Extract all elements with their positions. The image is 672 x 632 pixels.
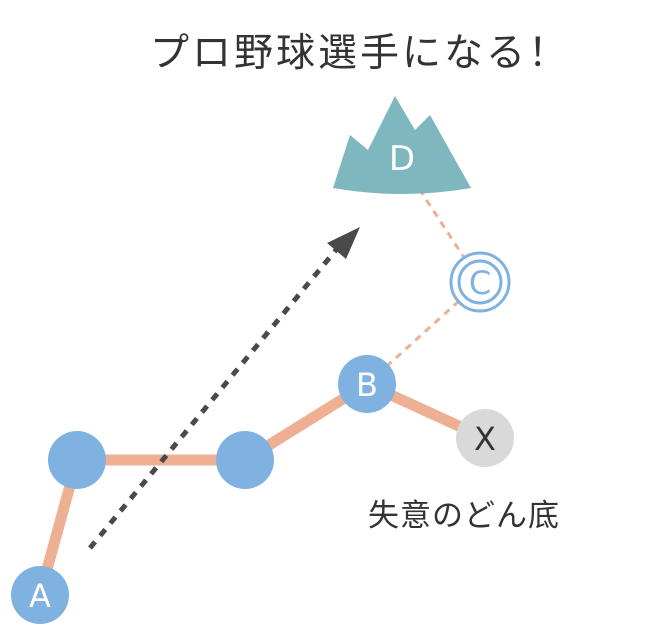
node-b-circle <box>338 355 396 413</box>
node-a: A <box>11 566 69 624</box>
node-step-2 <box>216 431 274 489</box>
node-x-circle <box>456 409 514 467</box>
node-c-label: C <box>469 264 491 302</box>
node-b: B <box>338 355 396 413</box>
node-a-circle <box>11 566 69 624</box>
node-c-inner-ring <box>457 259 503 305</box>
node-a-label: A <box>29 577 51 615</box>
node-step-1 <box>48 431 106 489</box>
node-x-label: X <box>474 420 496 458</box>
progress-arrow-head <box>327 227 360 259</box>
progress-arrow <box>88 227 360 550</box>
node-x: X <box>456 409 514 467</box>
diagram-title: プロ野球選手になる！ <box>150 31 571 76</box>
mountain-shape <box>333 96 471 194</box>
mountain-d-label: D <box>389 139 415 179</box>
progress-arrow-shaft <box>88 243 342 550</box>
node-c: C <box>449 251 511 313</box>
rock-bottom-label: 失意のどん底 <box>368 498 560 534</box>
mountain-d: D <box>333 96 471 194</box>
node-b-label: B <box>356 366 378 404</box>
